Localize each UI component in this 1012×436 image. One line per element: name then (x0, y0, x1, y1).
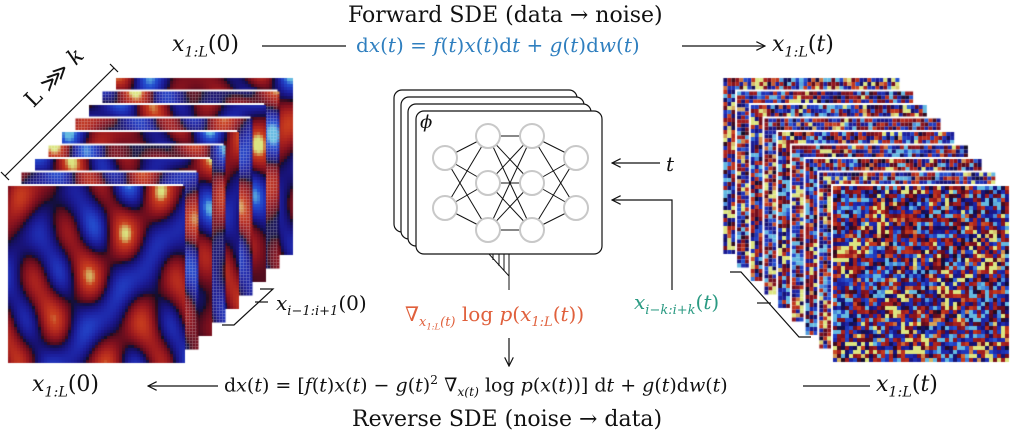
window-input-arrow (612, 200, 673, 290)
right-window-label: xi−k:i+k(t) (634, 290, 720, 318)
forward-equation: dx(t) = f(t)x(t)dt + g(t)dw(t) (356, 33, 640, 57)
score-label: ∇x1:L(t) log p(x1:L(t)) (405, 302, 585, 332)
time-input-label: t (666, 152, 675, 176)
forward-right-label: x1:L(t) (772, 32, 834, 61)
right-window-bracket (730, 271, 811, 338)
reverse-sde-title: Reverse SDE (noise → data) (352, 407, 663, 432)
reverse-left-label: x1:L(0) (32, 372, 100, 401)
forward-sde-title: Forward SDE (data → noise) (348, 3, 663, 28)
left-window-label: xi−1:i+1(0) (276, 291, 367, 319)
network-param-label: ϕ (420, 112, 433, 133)
reverse-right-label: x1:L(t) (876, 372, 938, 401)
forward-left-label: x1:L(0) (172, 32, 240, 61)
network-nodes (432, 123, 589, 243)
length-bracket (0, 63, 119, 181)
output-stub (488, 253, 510, 290)
reverse-equation: dx(t) = [f(t)x(t) − g(t)2 ∇x(t) log p(x(… (224, 373, 728, 400)
left-window-bracket (222, 288, 275, 326)
